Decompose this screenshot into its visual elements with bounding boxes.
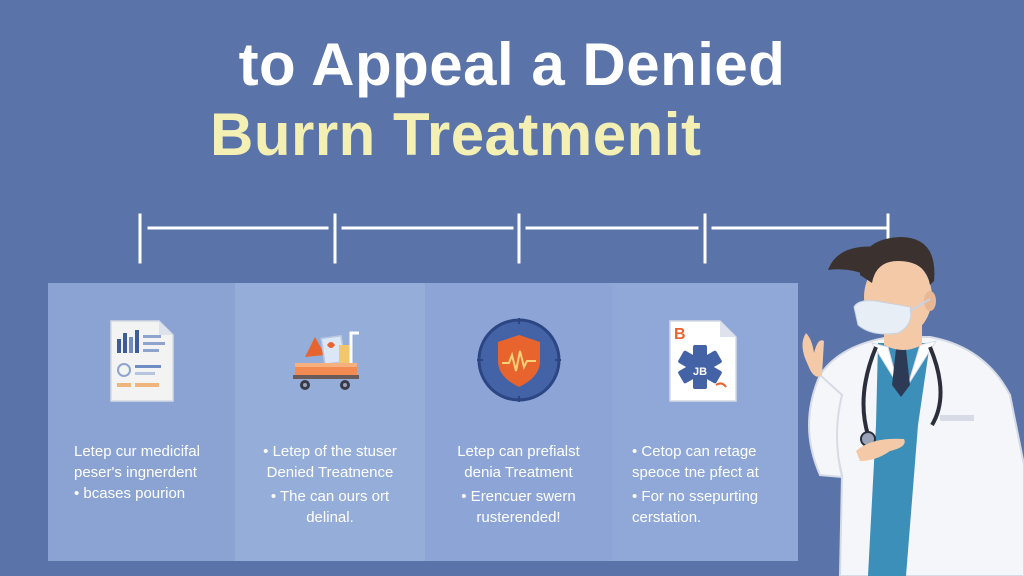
page-title-line1: to Appeal a Denied [238,31,786,98]
panel-3-line-2: denia Treatment [464,464,573,481]
panel-1-line-2: peser's ingnerdent [74,464,197,481]
document-chart-icon [97,315,187,405]
doctor-illustration [802,237,1024,576]
medical-document-label: JB [693,366,707,378]
step-panel-2: • Letep of the stuser Denied Treatnence … [235,283,425,561]
panel-4-line-4: cerstation. [632,509,702,526]
step-panel-3: Letep can prefialst denia Treatment • Er… [425,283,612,561]
panel-4-line-2: speoce tne pfect at [632,464,759,481]
panel-4-line-1: • Cetop can retage [632,443,757,460]
panel-2-line-2: Denied Treatnence [266,464,394,481]
steps-panels: Letep cur medicifal peser's ingnerdent •… [48,283,798,561]
svg-text:B: B [674,326,686,343]
panel-2-line-1: • Letep of the stuser [263,443,397,460]
step-panel-4: B JB • Cetop can retage speoce tne pfect… [612,283,798,561]
supply-cart-icon [285,315,375,405]
shield-icon [474,315,564,405]
panel-2-line-4: delinal. [306,509,354,526]
panel-3-line-1: Letep can prefialst [457,443,580,460]
medical-document-icon: B JB [660,315,750,405]
panel-2-line-3: • The can ours ort [270,488,390,505]
panel-3-line-4: rusterended! [476,509,561,526]
panel-1-line-3: • bcases pourion [74,485,186,502]
page-title-line2: Burrn Treatmenit [210,101,702,168]
panel-4-line-3: • For no ssepurting [632,488,759,505]
panel-1-line-1: Letep cur medicifal [74,443,200,460]
panel-3-line-3: • Erencuer swern [461,488,576,505]
step-panel-1: Letep cur medicifal peser's ingnerdent •… [48,283,235,561]
